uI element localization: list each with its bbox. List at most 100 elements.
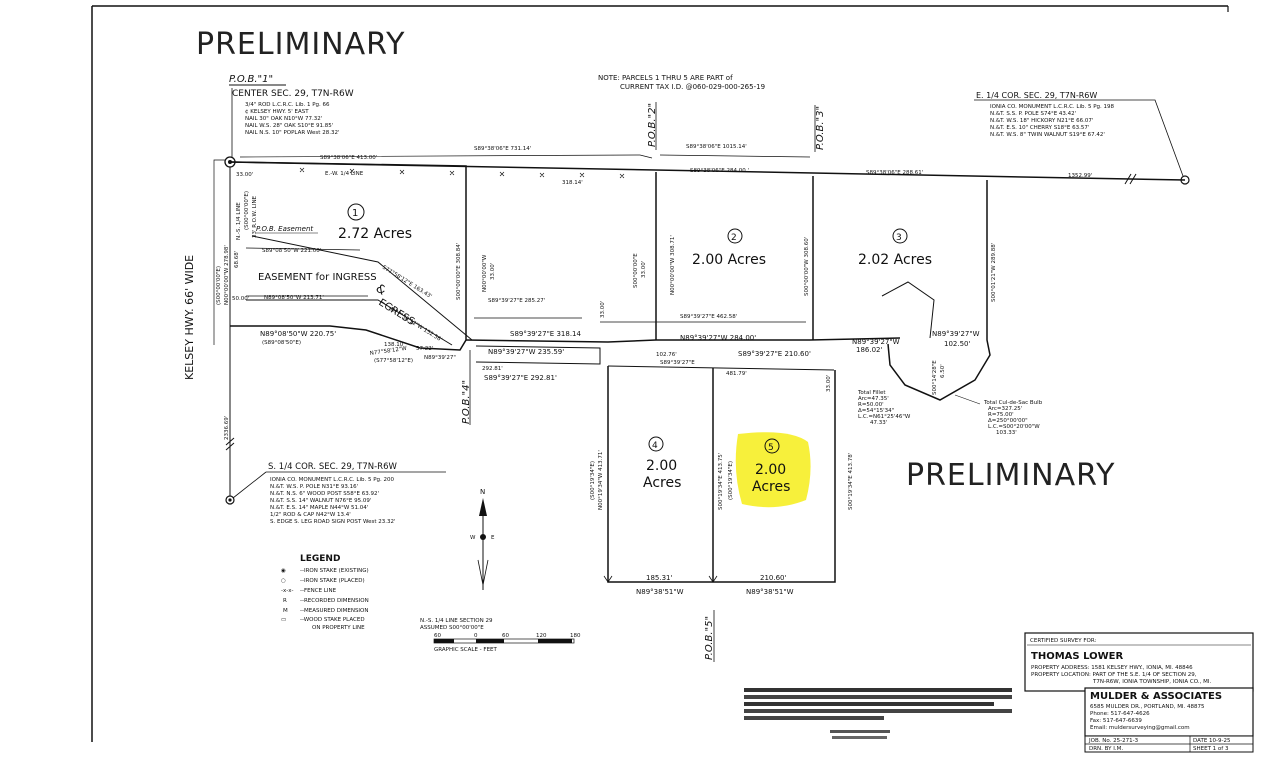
fence-line-marks	[299, 167, 625, 179]
curve-note-10: L.C.=S00°20'00"W	[988, 424, 1040, 430]
parcel-4-number: 4	[652, 441, 658, 451]
dim-top-288: S89°38'06"E 288.61'	[866, 170, 923, 176]
dim-481: 481.79'	[726, 371, 747, 377]
parcel-3-marker	[892, 228, 908, 244]
dim-s8927-210: S89°39'27"E 210.60'	[738, 350, 811, 358]
curve-note-3: Δ=54°15'34"	[858, 408, 894, 414]
legend-item-1: --IRON STAKE (PLACED)	[300, 578, 365, 584]
pob-3-label: P.O.B."3"	[815, 106, 826, 150]
preliminary-stamp-top: PRELIMINARY	[196, 27, 405, 62]
svg-text:120: 120	[536, 633, 547, 639]
parcel-5-marker	[764, 438, 780, 454]
parcel-5-west-dim-b: (S00°19'34"E)	[728, 461, 734, 500]
dim-n8927-284: N89°39'27"W 284.00'	[680, 334, 756, 342]
curve-note-11: 103.33'	[996, 430, 1017, 436]
parcel-3-acres: 2.02 Acres	[858, 252, 932, 268]
cert-location: PROPERTY LOCATION: PART OF THE S.E. 1/4 …	[1031, 672, 1197, 678]
dim-n8951-a: N89°38'51"W	[636, 588, 684, 596]
svg-text:60: 60	[434, 633, 441, 639]
curve-note-9: Δ=250°00'00"	[988, 418, 1028, 424]
parcel-3-east-dim: S00°01'21"W 289.88'	[991, 243, 997, 302]
dim-285: S89°39'27"E 285.27'	[488, 298, 545, 304]
legend-title: LEGEND	[300, 554, 340, 564]
dim-n8950: N89°08'50"W 220.75'	[260, 330, 336, 338]
svg-text:GRAPHIC SCALE - FEET: GRAPHIC SCALE - FEET	[434, 647, 498, 653]
sheet-number: SHEET 1 of 3	[1193, 746, 1229, 752]
dim-33-a: 33.00'	[236, 172, 253, 178]
dim-n8951-b: N89°38'51"W	[746, 588, 794, 596]
dim-292b: 292.81'	[482, 366, 503, 372]
dim-102-50: 102.50'	[944, 340, 970, 348]
dim-top-731: S89°38'06"E 731.14'	[474, 146, 531, 152]
parcel-1-number: 1	[352, 208, 358, 219]
row-line-text: 33' R.O.W. LINE	[252, 195, 258, 238]
dim-n8927-235: N89°39'27"W 235.59'	[488, 348, 564, 356]
dim-top-1352: 1352.99'	[1068, 173, 1092, 179]
parcel-4-west-dim-b: (S00°19'34"E)	[590, 461, 596, 500]
pob-2-label: P.O.B."2"	[647, 103, 658, 147]
curve-note-8: R=75.00'	[988, 412, 1014, 418]
parcel-3-number: 3	[896, 233, 902, 243]
parcel-5-acres-unit: Acres	[752, 479, 790, 495]
center-sec-line-2: ¢ KELSEY HWY. 5' EAST	[245, 109, 309, 115]
parcel-5-number: 5	[768, 443, 774, 453]
pob-1-label: P.O.B."1"	[229, 74, 273, 85]
dim-top-284: S89°38'06"E 284.00 '	[690, 168, 749, 174]
easement-diag-dim-1: S77°58'12"E 163.43'	[381, 265, 433, 300]
firm-fax: Fax: 517-647-6639	[1090, 718, 1142, 724]
legend-sym-5: ▭	[281, 617, 286, 623]
curve-note-7: Arc=327.25'	[988, 406, 1022, 412]
parcel-2-marker	[727, 228, 743, 244]
dim-210-bottom: 210.60'	[760, 574, 786, 582]
parcel-4-marker	[648, 436, 664, 452]
legend-sym-4: M	[283, 608, 288, 614]
west-line-dim: N00°00'00"W 278.98'	[224, 245, 230, 305]
legend-item-4: --MEASURED DIMENSION	[300, 608, 369, 614]
parcel-4-west-dim: N00°19'34"W 413.71'	[598, 450, 604, 510]
legend-item-2: --FENCE LINE	[300, 588, 337, 594]
page-border	[91, 5, 1228, 742]
parcel-2-east-dim: S00°00'00"W 308.60'	[804, 237, 810, 296]
firm-name: MULDER & ASSOCIATES	[1090, 691, 1222, 702]
center-sec-line-5: NAIL N.S. 10" POPLAR West 28.32'	[245, 130, 339, 136]
center-sec-line-3: NAIL 30" OAK N10°W 77.32'	[245, 116, 322, 122]
certification-statement	[744, 688, 1012, 739]
parcel-5-east-dim: S00°19'34"E 413.78'	[848, 453, 854, 510]
dim-top-413: S89°38'06"E 413.00'	[320, 155, 377, 161]
south-cor-line-1: IONIA CO. MONUMENT L.C.R.C. Lib. 5 Pg. 2…	[270, 477, 395, 483]
parcel-1-east-dim-b: N00°00'00"W	[482, 254, 488, 292]
dim-138: 138.10'	[384, 342, 405, 348]
curve-note-6: Total Cul-de-Sac Bulb	[983, 400, 1043, 406]
svg-text:0: 0	[474, 633, 478, 639]
highway-label: KELSEY HWY. 66' WIDE	[183, 255, 196, 380]
dim-650: 6.50'	[940, 364, 946, 378]
dim-185: 185.31'	[646, 574, 672, 582]
south-cor-line-2: N.&T. W.S. P. POLE N31°E 93.16'	[270, 484, 358, 490]
parcel-2-number: 2	[731, 233, 737, 243]
south-cor-line-7: S. EDGE S. LEG ROAD SIGN POST West 23.32…	[270, 519, 396, 525]
ns-line-note-1: N.-S. 1/4 LINE SECTION 29	[420, 618, 493, 624]
dim-462: S89°39'27"E 462.58'	[680, 314, 737, 320]
curve-note-0: Total Fillet	[857, 390, 886, 396]
curve-note-5: 47.33'	[870, 420, 887, 426]
svg-text:N: N	[480, 488, 485, 496]
legend-item-5: --WOOD STAKE PLACED	[300, 617, 365, 623]
west-line-dim-b: (S00°00'00"E)	[216, 266, 222, 305]
firm-address: 6585 MULDER DR., PORTLAND, MI. 48875	[1090, 704, 1205, 710]
cert-client: THOMAS LOWER	[1031, 651, 1123, 662]
job-date: DATE 10-9-25	[1193, 738, 1231, 744]
dim-33-b: 33.00'	[600, 301, 606, 318]
parcel-5-highlight	[735, 432, 811, 508]
dim-6868: 68.68'	[234, 251, 240, 268]
ns-line-note-2: ASSUMED S00°00'00"E	[420, 625, 484, 631]
easement-dim-213: N89°08'50"W 213.71'	[264, 295, 324, 301]
pob-4-label: P.O.B."4"	[461, 380, 472, 424]
svg-text:180: 180	[570, 633, 581, 639]
dim-n8927: N89°39'27"	[424, 355, 456, 361]
east-cor-line-5: N.&T. W.S. 8" TWIN WALNUT S19°E 67.42'	[990, 132, 1105, 138]
legend-list: ◉ --IRON STAKE (EXISTING) ○ --IRON STAKE…	[281, 568, 369, 631]
parcel-2-west-dim-b: S00°00'00"E	[633, 253, 639, 288]
parcel-1-east-dim-c: 33.00'	[490, 263, 496, 280]
legend-sym-1: ○	[281, 578, 286, 584]
graphic-scale: 60 0 60 120 180 GRAPHIC SCALE - FEET	[433, 633, 581, 653]
